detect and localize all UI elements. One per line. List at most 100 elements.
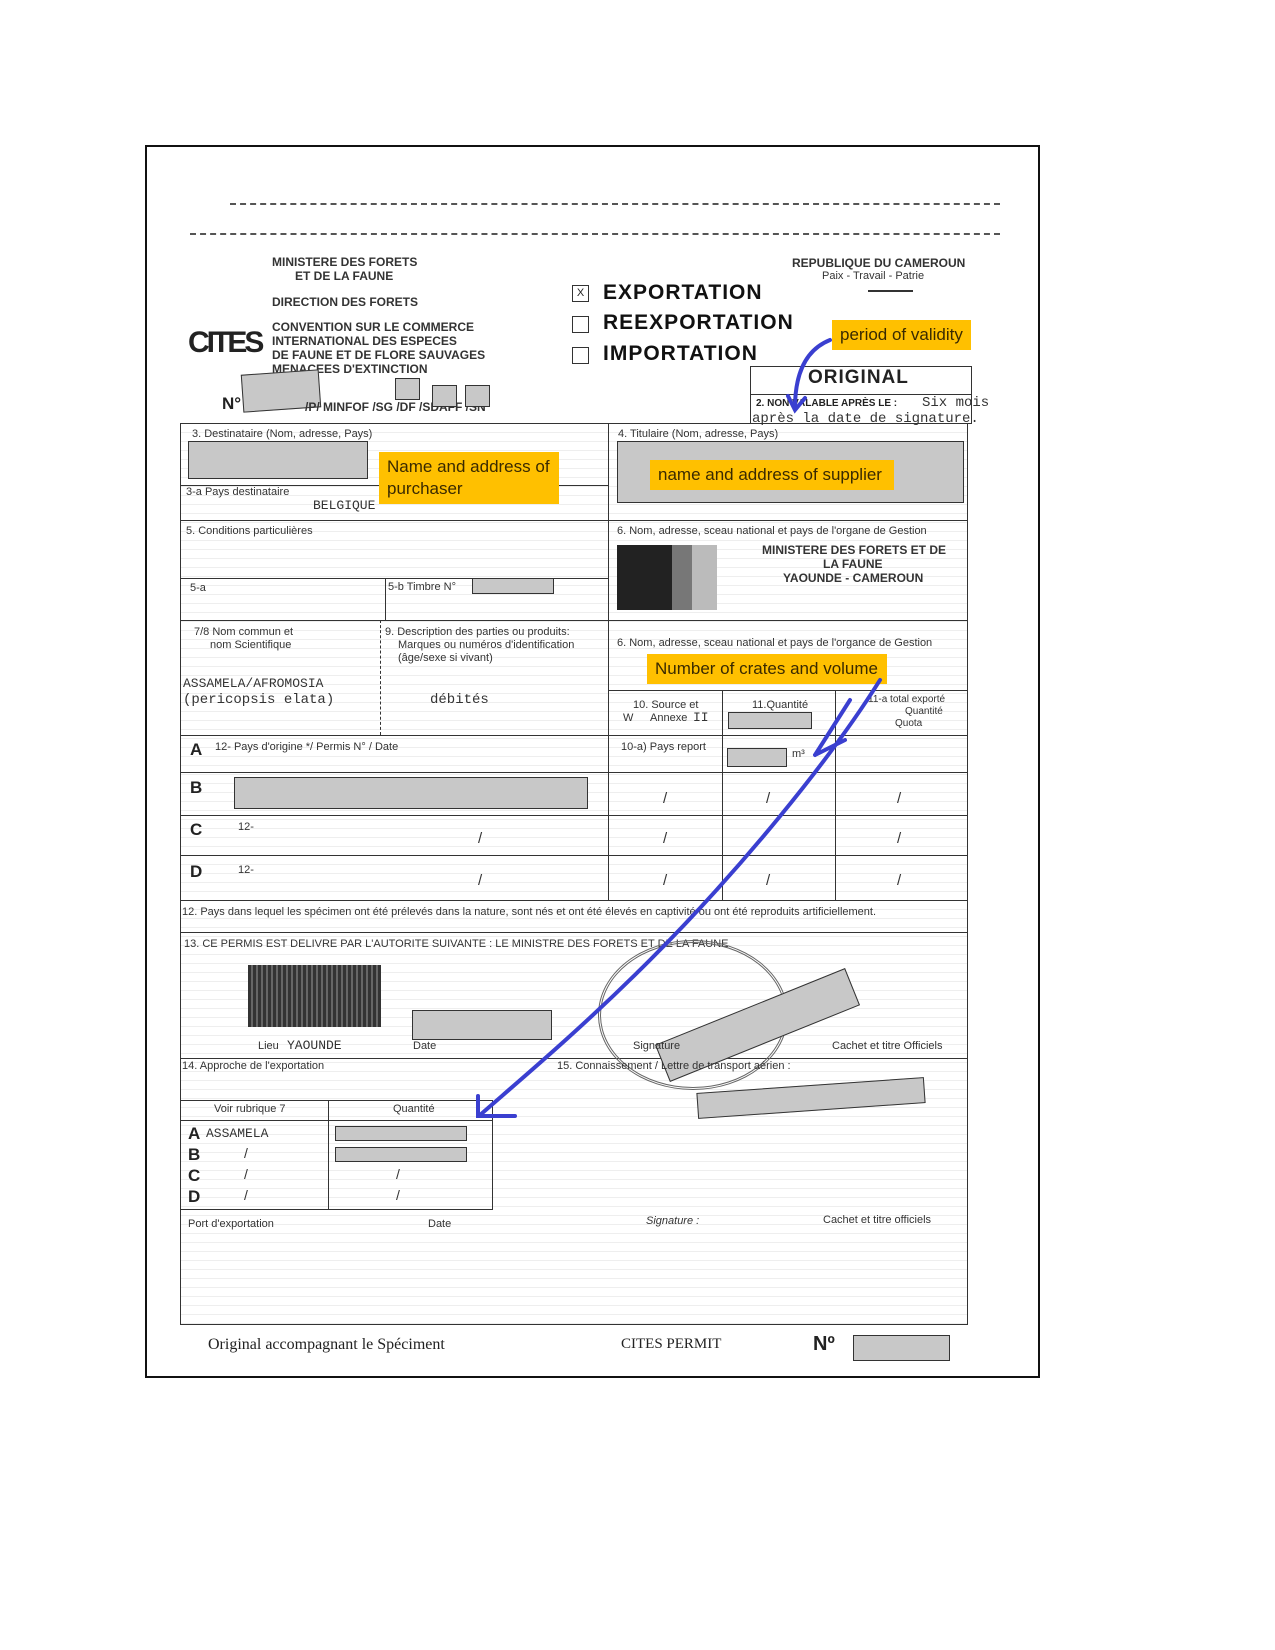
arrow-crates-to-volume — [813, 698, 852, 757]
signature-label: Signature — [633, 1040, 681, 1052]
permit-form — [180, 423, 968, 1325]
annex-label: Annexe — [650, 712, 688, 724]
field-10-label: 10. Source et — [633, 699, 699, 711]
row-label-a: A — [190, 740, 203, 759]
field-11a-label: Quantité — [905, 706, 943, 717]
row-label-d: D — [190, 862, 203, 881]
field-9-label: 9. Description des parties ou produits: — [385, 626, 570, 638]
field-11a-label: 11-a total exporté — [868, 694, 946, 705]
divider — [180, 578, 608, 579]
empty-mark: / — [766, 872, 771, 889]
empty-mark: / — [244, 1145, 248, 1161]
empty-mark: / — [663, 830, 668, 847]
empty-mark: / — [897, 790, 902, 807]
validity-value: Six mois — [922, 395, 990, 411]
table-header: Quantité — [393, 1103, 435, 1115]
field-5-label: 5. Conditions particulières — [186, 525, 313, 537]
redacted-volume — [727, 748, 787, 767]
field-12-origin-label: 12- Pays d'origine */ Permis N° / Date — [215, 741, 399, 753]
divider — [380, 620, 381, 735]
field-authority-label: 6. Nom, adresse, sceau national et pays … — [617, 525, 927, 537]
place-label: Lieu — [258, 1040, 279, 1052]
number-label: N° — [222, 394, 242, 413]
validity-label: 2. NON VALABLE APRÈS LE : — [756, 398, 898, 409]
field-13-label: 13. CE PERMIS EST DELIVRE PAR L'AUTORITE… — [184, 938, 729, 950]
field-10a-label: 10-a) Pays report — [621, 741, 706, 753]
divider — [180, 815, 968, 816]
importation-label: IMPORTATION — [603, 342, 758, 365]
column-divider — [608, 423, 609, 900]
divider — [868, 290, 913, 292]
source-code: W — [623, 712, 634, 724]
place-value: YAOUNDE — [287, 1038, 342, 1053]
cut-line — [230, 203, 1000, 205]
footer-number-label: Nº — [813, 1333, 835, 1355]
exportation-checkbox[interactable]: X — [572, 285, 589, 302]
divider — [750, 394, 972, 395]
national-seal-stamp — [617, 545, 717, 610]
table-row-d: D — [188, 1187, 201, 1206]
divider — [385, 578, 386, 620]
annex-value: II — [693, 710, 709, 725]
field-14-label: 14. Approche de l'exportation — [182, 1060, 325, 1072]
motto: Paix - Travail - Patrie — [822, 270, 925, 282]
authority-name: LA FAUNE — [823, 557, 883, 571]
redacted-stamp-number — [472, 578, 554, 594]
arrow-validity — [793, 338, 832, 410]
empty-mark: / — [478, 872, 483, 889]
empty-mark: / — [897, 830, 902, 847]
redacted-quantity — [335, 1147, 467, 1162]
species-scientific-name: (pericopsis elata) — [183, 692, 335, 708]
convention-line: INTERNATIONAL DES ESPECES — [272, 334, 457, 348]
field-6-label: 6. Nom, adresse, sceau national et pays … — [617, 637, 933, 649]
official-signature-stamp — [248, 965, 381, 1027]
stamp-label: Cachet et titre Officiels — [832, 1040, 943, 1052]
redacted-box — [465, 385, 490, 407]
direction: DIRECTION DES FORETS — [272, 295, 419, 309]
cites-logo: CITES — [188, 326, 264, 359]
divider — [180, 520, 968, 521]
reexportation-label: REEXPORTATION — [603, 311, 794, 334]
field-12-label: 12. Pays dans lequel les spécimen ont ét… — [182, 906, 877, 918]
redacted-permit-number — [853, 1335, 950, 1361]
redacted-date — [412, 1010, 552, 1040]
field-5a-label: 5-a — [190, 582, 206, 594]
date-label: Date — [413, 1040, 437, 1052]
arrow-crates-to-table — [478, 678, 882, 1117]
divider — [180, 620, 968, 621]
footer-title: CITES PERMIT — [621, 1336, 722, 1352]
product-description: débités — [430, 692, 489, 708]
reexportation-checkbox[interactable] — [572, 316, 589, 333]
divider — [722, 690, 723, 900]
field-3-label: 3. Destinataire (Nom, adresse, Pays) — [192, 428, 373, 440]
table-row-species: ASSAMELA — [206, 1126, 269, 1141]
redacted-box — [395, 378, 420, 400]
divider — [180, 772, 968, 773]
ministry: MINISTERE DES FORETS — [272, 255, 418, 269]
document-frame — [145, 145, 1040, 1378]
field-78-label: 7/8 Nom commun et — [194, 626, 294, 638]
signature-label: Signature : — [646, 1215, 700, 1227]
divider — [180, 900, 968, 901]
table-row-a: A — [188, 1124, 201, 1143]
empty-mark: / — [663, 872, 668, 889]
convention-line: DE FAUNE ET DE FLORE SAUVAGES — [272, 348, 486, 362]
empty-mark: / — [766, 790, 771, 807]
importation-checkbox[interactable] — [572, 347, 589, 364]
divider — [180, 932, 968, 933]
footer-original: Original accompagnant le Spéciment — [208, 1336, 445, 1353]
redacted-box — [432, 385, 457, 407]
annotation-purchaser: Name and address of purchaser — [379, 452, 559, 504]
annotation-supplier: name and address of supplier — [650, 460, 894, 490]
validity-value: après la date de signature. — [752, 411, 979, 427]
row-prefix: 12- — [238, 864, 254, 876]
authority-name: MINISTERE DES FORETS ET DE — [762, 543, 947, 557]
annotation-validity: period of validity — [832, 320, 971, 350]
divider — [180, 855, 968, 856]
original-label: ORIGINAL — [808, 367, 909, 388]
field-11a-label: Quota — [895, 718, 923, 729]
authority-city: YAOUNDE - CAMEROUN — [783, 571, 924, 585]
divider — [608, 690, 968, 691]
empty-mark: / — [396, 1166, 400, 1182]
